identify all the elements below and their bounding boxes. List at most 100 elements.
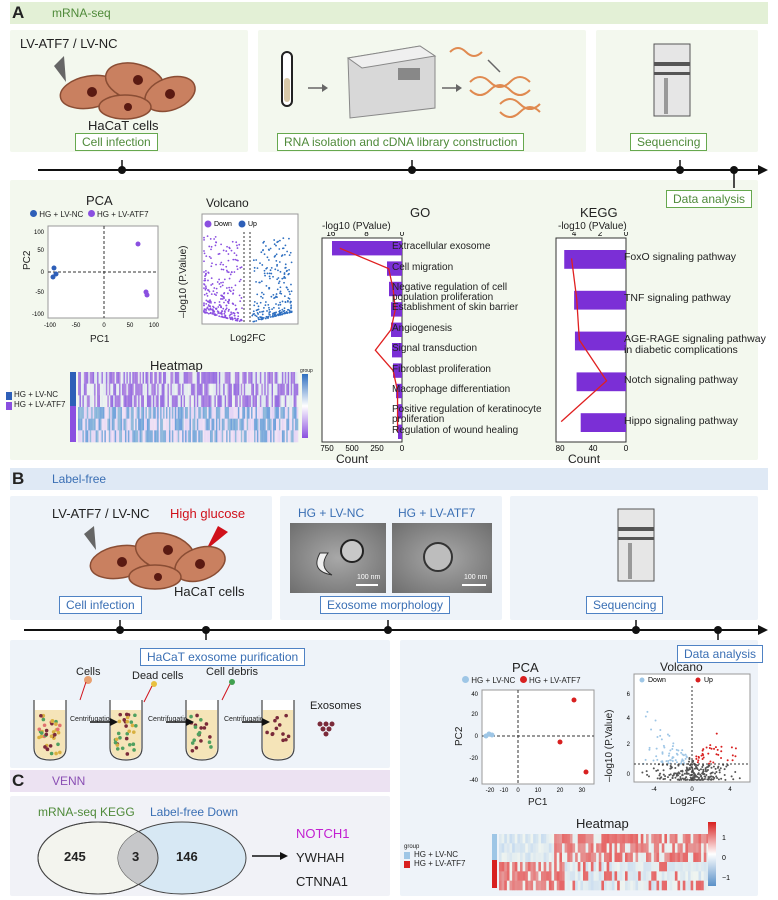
heatmap-a-cell [173,383,176,396]
heatmap-a-cell [271,395,274,408]
volcano-b-point [696,761,699,764]
volcano-a-point [278,312,281,314]
heatmap-a-cell [239,383,242,396]
heatmap-a-cell [138,407,140,419]
volcano-b-point [709,778,712,781]
heatmap-a-cell [88,395,91,408]
heatmap-b-legend-nc: HG + LV-NC [414,850,459,859]
heatmap-a-cell [80,418,83,431]
heatmap-a-cell [295,383,297,396]
heatmap-a-cell [293,395,296,408]
heatmap-a-cell [86,395,89,408]
heatmap-a-cell [259,407,262,419]
heatmap-b-cell [619,834,623,844]
heatmap-a-cell [101,407,104,419]
heatmap-b-cell [619,843,623,853]
heatmap-a-cell [170,407,173,419]
heatmap-a-cell [289,407,291,419]
volcano-a-point [228,289,231,292]
heatmap-b-cell [653,880,657,891]
heatmap-a-cell [85,430,88,443]
heatmap-b-cell [672,852,676,863]
heatmap-b-cell [527,843,531,853]
tube-particle [125,731,130,736]
heatmap-a-cell [101,418,104,431]
heatmap-a-cell [92,418,95,431]
heatmap-b-cell [509,852,513,863]
heatmap-b-cell [698,871,702,881]
pca-a-title: PCA [86,193,113,208]
volcano-b-point [671,756,674,759]
heatmap-a-cell [101,430,104,443]
heatmap-a-cell [144,407,146,419]
heatmap-a-cell [293,418,296,431]
tube-particle [44,728,49,733]
volcano-a-point [203,271,205,273]
volcano-a-point [209,311,212,314]
heatmap-a-cell [105,407,108,419]
heatmap-b-cell [632,862,636,872]
volcano-a-point [258,281,261,284]
heatmap-b-cell [695,834,699,844]
heatmap-b-cell [546,862,550,872]
svg-text:-40: -40 [469,778,478,784]
heatmap-a-cell [132,430,135,443]
volcano-a-point [285,310,288,313]
heatmap-b-cell [638,880,642,891]
heatmap-a-cell [267,407,269,419]
heatmap-a-cell [132,383,135,396]
heatmap-a-cell [229,430,231,443]
heatmap-a-cell [192,430,195,443]
volcano-b-point [717,753,720,756]
go-title: GO [410,205,431,220]
volcano-a-point [232,258,235,261]
heatmap-a-cell [234,430,237,443]
heatmap-a-cell [127,395,130,408]
volcano-b-point [661,760,664,763]
heatmap-a-cell [171,430,174,443]
heatmap-b-cell [583,834,586,844]
heatmap-a-cell [232,407,234,419]
heatmap-a-cell [227,372,230,384]
volcano-b-point [679,762,682,765]
heatmap-b-cell [672,880,676,891]
kegg-bar [574,331,626,351]
volcano-b-point [697,756,700,759]
heatmap-b-cell [646,862,649,872]
heatmap-b-cell [548,880,552,891]
tube-particle [49,734,54,739]
heatmap-a-cell [255,418,258,431]
heatmap-a-cell [193,372,196,384]
heatmap-a-cell [92,383,95,396]
heatmap-b-cell [703,871,707,881]
heatmap-b-cell [504,852,508,863]
heatmap-b-cell [501,880,505,891]
heatmap-b-cell [535,880,539,891]
heatmap-a-cell [256,418,259,431]
heatmap-a-cell [271,407,274,419]
heatmap-b-cell [569,862,573,872]
heatmap-b-cell [593,862,597,872]
heatmap-a-cell [226,430,228,443]
heatmap-b-cell [598,852,602,863]
heatmap-a-cell [160,407,162,419]
volcano-a-point [288,237,290,240]
tube-particle [54,751,58,756]
heatmap-a-cell [80,407,83,419]
heatmap-b-cell [551,852,555,863]
heatmap-a-cell [233,383,236,396]
heatmap-a-cell [166,430,168,443]
volcano-a-point [275,303,277,305]
heatmap-a-cell [107,372,110,384]
pca-a-legend-nc-dot [30,210,37,217]
heatmap-a-cell [183,430,186,443]
kegg-bottom-tick: 80 [556,444,565,453]
heatmap-b-cell [625,843,628,853]
heatmap-b-cell [659,871,663,881]
heatmap-b-cell [569,843,573,853]
heatmap-a-cell [227,383,230,396]
volcano-a-point [236,244,238,247]
go-term-label: Extracellular exosome [392,241,491,253]
